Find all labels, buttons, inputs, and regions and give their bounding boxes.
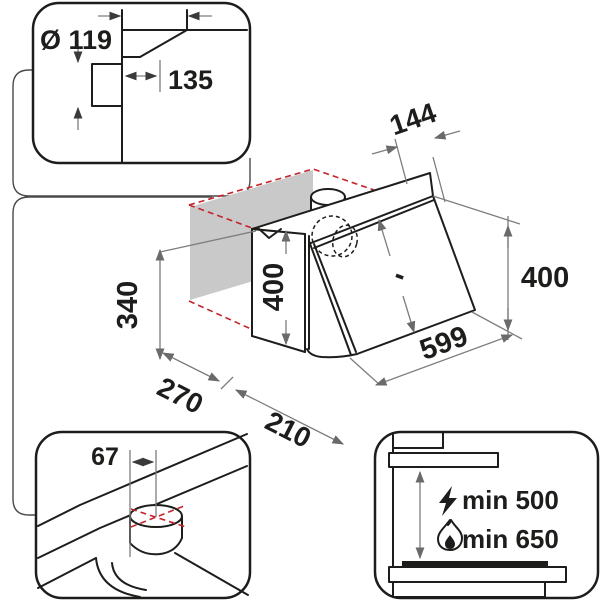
duct-dimension-arrows [73,11,212,130]
dim-label-270: 270 [152,371,208,420]
duct-profile [91,9,248,164]
hob-and-counter [388,561,567,598]
mounting-guide-lines [188,168,375,330]
dim-label-400-right: 400 [521,262,569,294]
hood-silhouette [252,173,475,358]
electric-clearance-label: min 500 [462,485,559,515]
duct-diameter-label: Ø 119 [40,25,112,55]
mounting-notch [257,227,282,239]
outlet-dimension [129,450,157,557]
dim-label-210: 210 [260,405,316,454]
callout-frame-bottom [12,196,212,516]
duct-position-marks [311,215,359,258]
cooker-hood [251,172,476,359]
hood-top-corner [37,433,249,598]
dim-label-400-body: 400 [258,263,290,311]
dimension-overall-height: 400 [432,195,569,340]
outlet-detail-inset: 67 [34,430,252,600]
dimension-body-height: 400 [258,229,291,346]
main-isometric-drawing: - 144 400 340 400 [112,97,569,454]
dim-label-340: 340 [112,281,144,329]
clearance-inset: min 500 min 650 [373,430,600,600]
gas-clearance-label: min 650 [462,524,559,554]
hood-side-view [388,452,499,468]
dim-label-144: 144 [386,97,441,142]
duct-detail-inset: Ø 119 135 [31,1,252,165]
dimension-mounting-height: 340 [112,230,257,361]
hob-surface [402,561,548,567]
duct-offset-label: 135 [168,65,213,95]
lightning-icon [439,486,457,516]
outlet-offset-label: 67 [91,443,119,471]
flame-icon [437,519,463,551]
